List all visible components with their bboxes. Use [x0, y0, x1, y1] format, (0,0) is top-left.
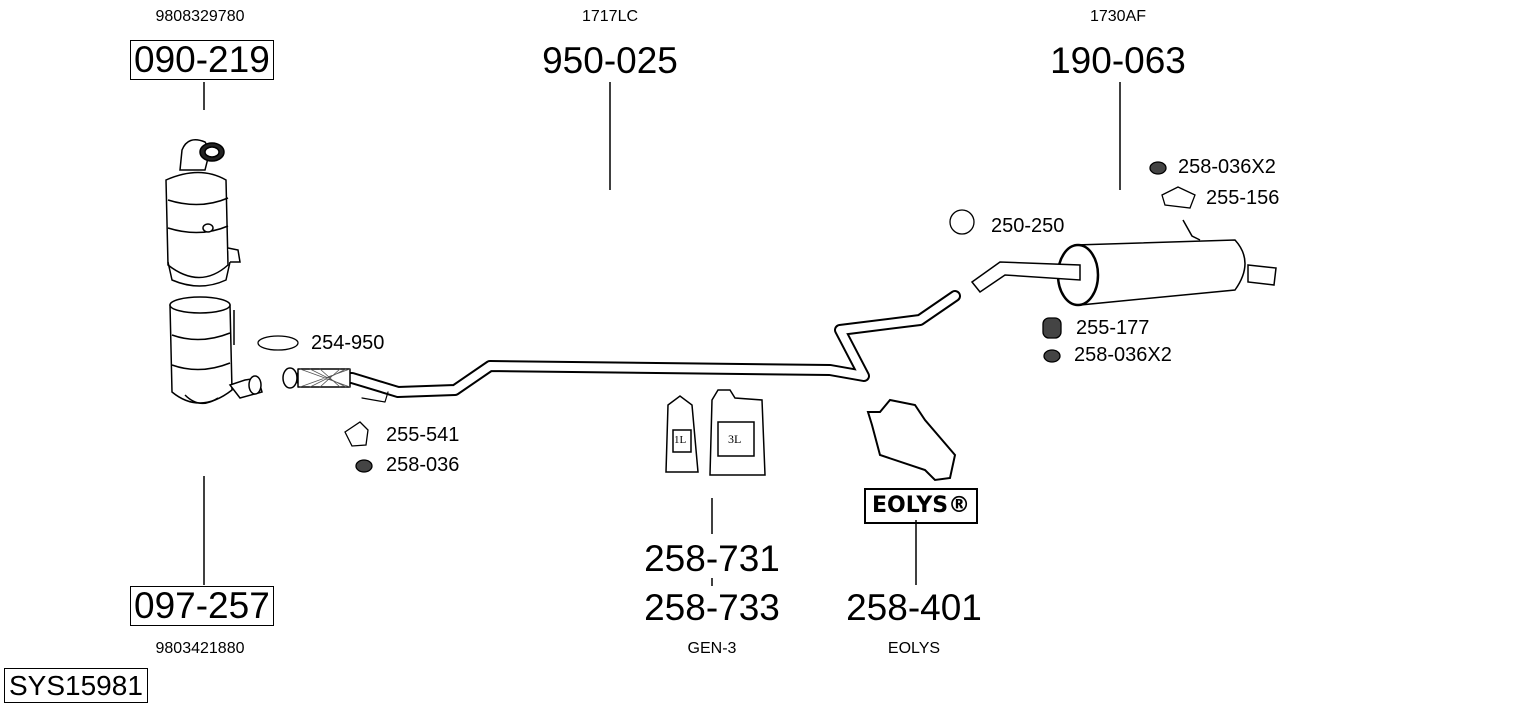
- nut-icon: [1149, 161, 1167, 175]
- dpf-lower-part: [169, 296, 263, 404]
- additive-bottles: [665, 389, 766, 476]
- accessory-label[interactable]: 254-950: [311, 332, 385, 354]
- middle-pipe-part: [282, 290, 961, 403]
- nut-icon: [355, 459, 373, 473]
- oem-number-dpf-upper: 9808329780: [155, 8, 245, 25]
- eolys-bag-part: [866, 398, 957, 482]
- dpf-upper-part: [165, 139, 241, 287]
- part-number-eolys[interactable]: 258-401: [846, 587, 982, 628]
- eolys-badge: EOLYS®: [864, 488, 979, 524]
- oem-number-rear-silencer: 1730AF: [1089, 8, 1147, 25]
- clamp-icon: [949, 209, 975, 235]
- bottle-1l-label: 1L: [674, 434, 687, 446]
- leader-lines: [203, 82, 1121, 586]
- accessory-label[interactable]: 255-541: [386, 424, 460, 446]
- rear-silencer-part: [970, 219, 1277, 307]
- part-number-dpf-upper[interactable]: 090-219: [130, 40, 274, 80]
- gasket-icon: [257, 335, 299, 351]
- accessory-label[interactable]: 258-036X2: [1178, 156, 1276, 178]
- additive-note: GEN-3: [687, 640, 737, 657]
- rubber-mount-icon: [1042, 317, 1062, 339]
- oem-number-dpf-lower: 9803421880: [155, 640, 245, 657]
- part-number-dpf-lower[interactable]: 097-257: [130, 586, 274, 626]
- part-number-middle-pipe[interactable]: 950-025: [542, 40, 678, 81]
- accessory-label[interactable]: 255-177: [1076, 317, 1150, 339]
- bracket-icon: [1161, 186, 1196, 209]
- accessory-label[interactable]: 258-036X2: [1074, 344, 1172, 366]
- rubber-mount-icon: [344, 421, 369, 447]
- eolys-note: EOLYS: [887, 640, 941, 657]
- accessory-label[interactable]: 258-036: [386, 454, 460, 476]
- part-number-additive-1l[interactable]: 258-731: [644, 538, 780, 579]
- accessory-label[interactable]: 250-250: [991, 215, 1065, 237]
- oem-number-middle-pipe: 1717LC: [581, 8, 639, 25]
- accessory-label[interactable]: 255-156: [1206, 187, 1280, 209]
- system-id: SYS15981: [4, 668, 148, 703]
- bottle-3l-label: 3L: [728, 432, 742, 446]
- nut-icon: [1043, 349, 1061, 363]
- part-number-additive-3l[interactable]: 258-733: [644, 587, 780, 628]
- part-number-rear-silencer[interactable]: 190-063: [1050, 40, 1186, 81]
